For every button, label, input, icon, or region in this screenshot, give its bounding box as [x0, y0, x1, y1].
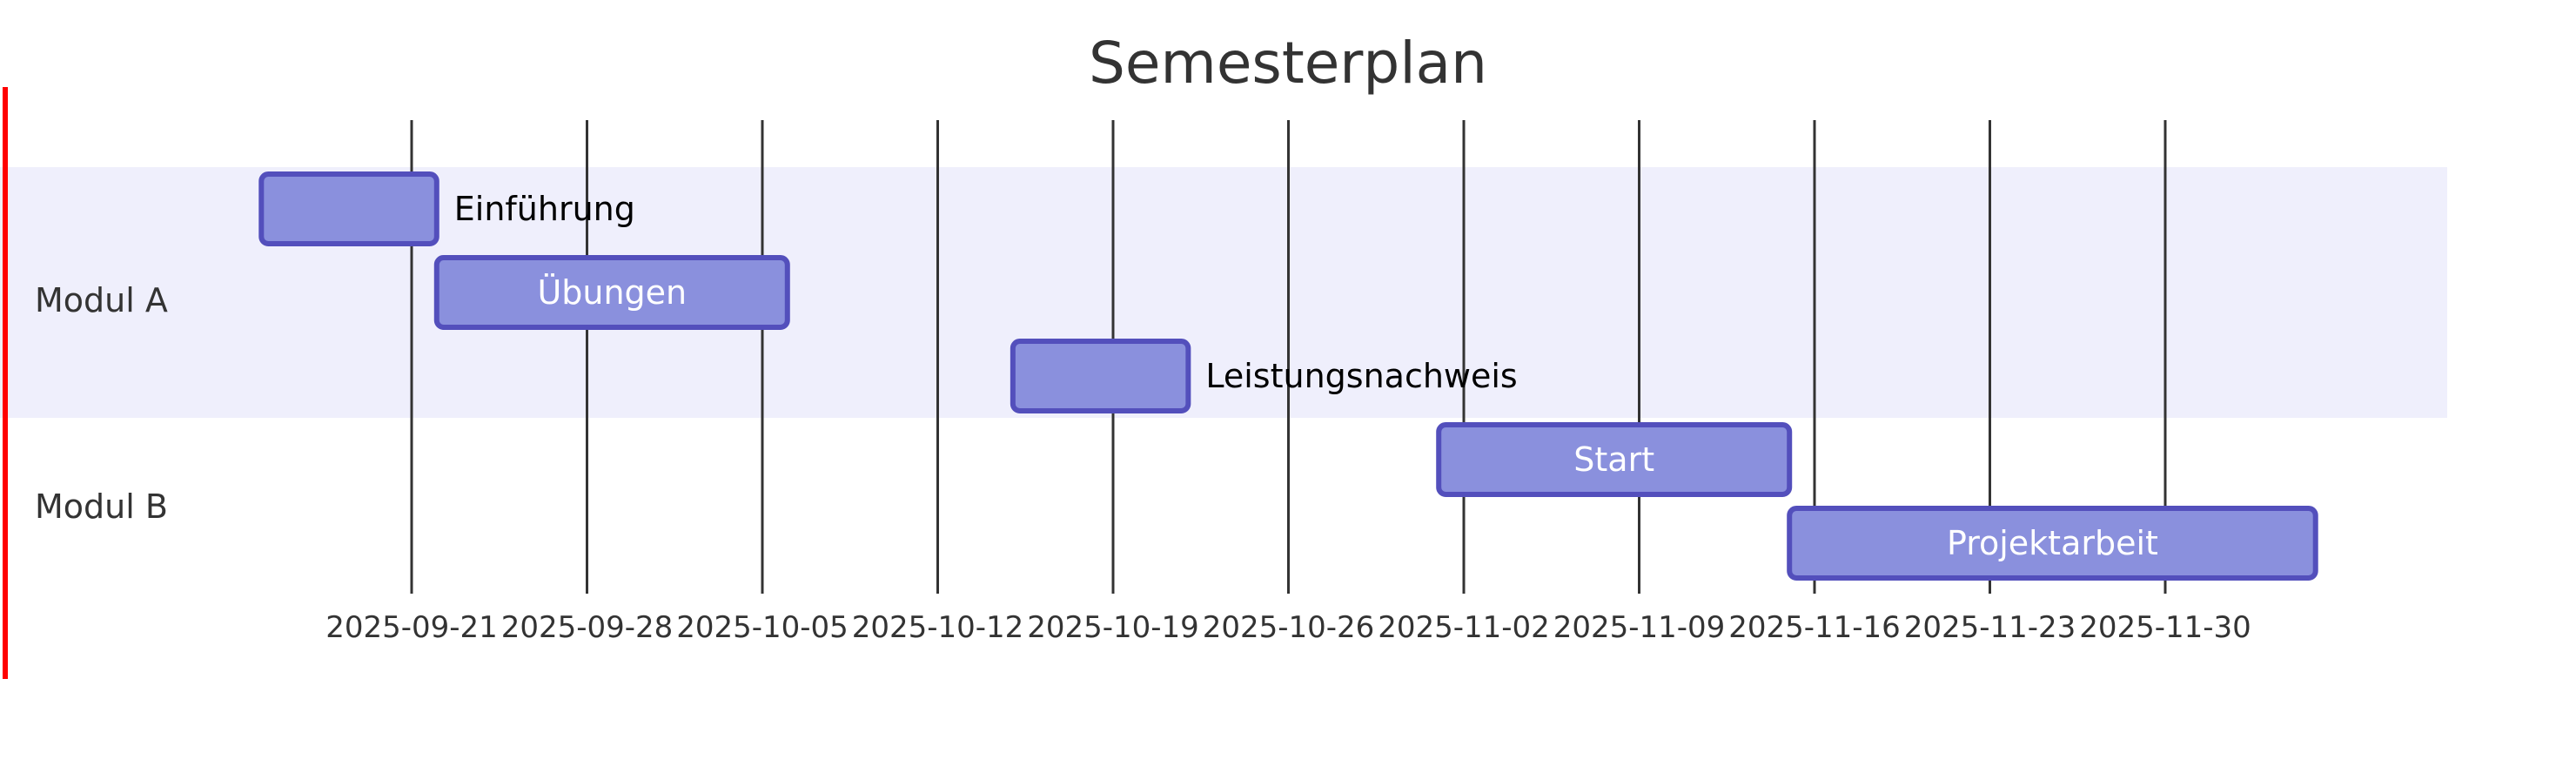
- task-label: Einführung: [454, 190, 635, 228]
- task-label: Start: [1573, 440, 1654, 479]
- task-4: Projektarbeit: [1787, 506, 2318, 581]
- x-tick-label: 2025-11-30: [2079, 610, 2251, 645]
- x-tick-label: 2025-10-19: [1027, 610, 1199, 645]
- x-tick-label: 2025-09-28: [501, 610, 674, 645]
- x-tick-label: 2025-10-05: [676, 610, 849, 645]
- x-tick-label: 2025-11-09: [1553, 610, 1726, 645]
- x-tick-label: 2025-11-02: [1378, 610, 1550, 645]
- x-tick-label: 2025-11-16: [1728, 610, 1901, 645]
- task-label: Übungen: [537, 273, 687, 312]
- task-label: Projektarbeit: [1947, 524, 2158, 562]
- task-label: Leistungsnachweis: [1205, 357, 1517, 395]
- task-bar: [1436, 422, 1793, 497]
- x-tick-label: 2025-09-21: [325, 610, 498, 645]
- task-1: Übungen: [433, 255, 790, 330]
- task-0: Einführung: [258, 171, 635, 246]
- x-tick-label: 2025-10-26: [1203, 610, 1375, 645]
- today-marker: [3, 87, 8, 679]
- section-label-modul-b: Modul B: [35, 487, 168, 526]
- task-bars: EinführungÜbungenLeistungsnachweisStartP…: [258, 171, 2318, 581]
- task-2: Leistungsnachweis: [1010, 339, 1518, 413]
- task-bar: [1010, 339, 1191, 413]
- grid-lines: [410, 120, 2167, 594]
- task-3: Start: [1436, 422, 1793, 497]
- x-tick-label: 2025-10-12: [852, 610, 1024, 645]
- task-bar: [433, 255, 790, 330]
- chart-title: Semesterplan: [1089, 30, 1487, 97]
- task-bar: [258, 171, 439, 246]
- task-bar: [1787, 506, 2318, 581]
- x-tick-label: 2025-11-23: [1904, 610, 2076, 645]
- section-bands: [0, 167, 2447, 585]
- section-label-modul-a: Modul A: [35, 281, 168, 319]
